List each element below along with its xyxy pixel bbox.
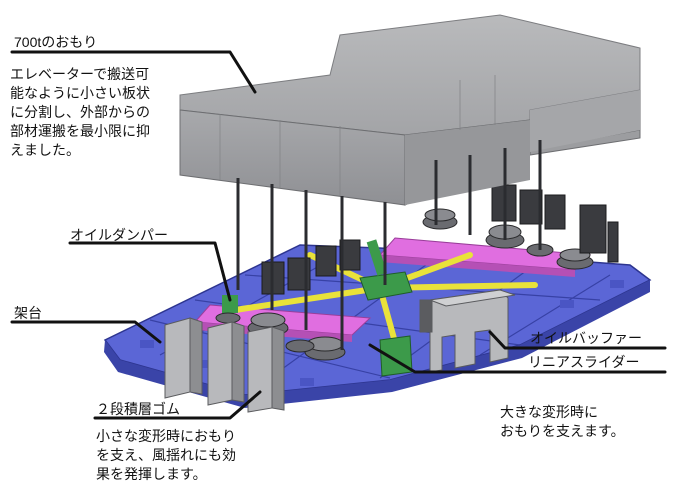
oil-damper-label: オイルダンパー	[70, 227, 168, 243]
weight-note-line: に分割し、外部からの	[10, 105, 150, 121]
weight-note-line: 能なように小さい板状	[10, 86, 150, 102]
gray-blocks	[164, 289, 516, 413]
rubber-note: 小さな変形時におもり を支え、風揺れにも効 果を発揮します。	[96, 428, 236, 485]
support-rods	[236, 140, 542, 350]
weight-label: 700tのおもり	[14, 34, 97, 50]
weight-note-line: 部材運搬を最小限に抑	[10, 124, 150, 140]
rubber-note-line: を支え、風揺れにも効	[96, 448, 236, 464]
weight-note-line: えました。	[10, 143, 80, 159]
weight-block	[179, 14, 641, 206]
rubber-note-line: 小さな変形時におもり	[96, 429, 236, 445]
rubber-note-line: 果を発揮します。	[96, 467, 207, 483]
slider-note: 大きな変形時に おもりを支えます。	[500, 404, 625, 442]
slider-note-line: おもりを支えます。	[500, 424, 625, 440]
weight-note-line: エレベーターで搬送可	[10, 67, 150, 83]
linear-slider-label: リニアスライダー	[528, 354, 639, 370]
weight-note: エレベーターで搬送可 能なように小さい板状 に分割し、外部からの 部材運搬を最小…	[10, 66, 150, 161]
rubber-label: ２段積層ゴム	[96, 401, 180, 417]
oil-buffer-label: オイルバッファー	[530, 330, 642, 346]
leader-lines	[10, 50, 667, 420]
center-hub	[222, 239, 413, 377]
base-label: 架台	[14, 305, 42, 321]
slider-note-line: 大きな変形時に	[500, 405, 598, 421]
